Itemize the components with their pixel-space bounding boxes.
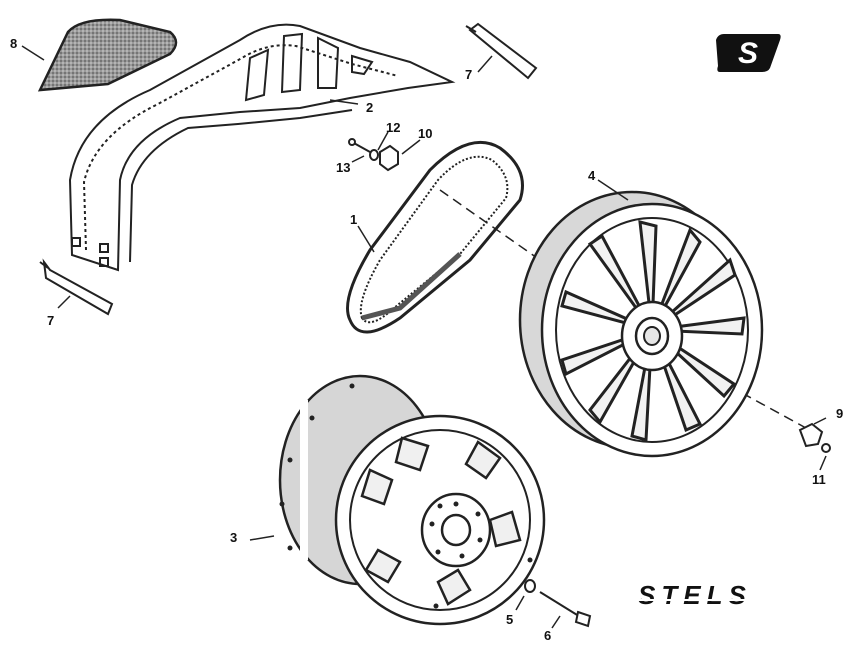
callout-1: 1 [350, 212, 357, 227]
callout-11: 11 [812, 472, 826, 487]
callout-8: 8 [10, 36, 17, 51]
hub-bolts [429, 501, 483, 559]
belt [346, 140, 524, 334]
pad-bottom [39, 258, 114, 316]
callout-7-top: 7 [465, 67, 472, 82]
driven-clutch [518, 190, 764, 458]
mesh-panel [37, 18, 178, 92]
drive-clutch [278, 374, 546, 626]
spacer [798, 422, 824, 448]
clutch-arms [360, 436, 522, 606]
washer [524, 579, 536, 593]
brand-wordmark: STELS [632, 580, 828, 610]
pad-top [465, 22, 538, 80]
rubber-bushing [379, 144, 399, 172]
callout-5: 5 [506, 612, 513, 627]
stels-wordmark: STELS [638, 580, 752, 610]
callout-6: 6 [544, 628, 551, 643]
callouts: 8 2 7 7 12 10 13 1 4 9 11 3 5 6 [10, 36, 843, 643]
screw [348, 138, 371, 153]
callout-13: 13 [336, 160, 350, 175]
washer-small [369, 149, 379, 161]
guard-bracket [68, 23, 456, 272]
callout-10: 10 [418, 126, 432, 141]
rim-rivets [279, 383, 533, 609]
nut [821, 443, 831, 453]
leader-lines [21, 45, 827, 629]
callout-3: 3 [230, 530, 237, 545]
callout-7-bottom: 7 [47, 313, 54, 328]
callout-9: 9 [836, 406, 843, 421]
callout-2: 2 [366, 100, 373, 115]
bolt [539, 591, 592, 628]
brand-badge-letter: S [738, 37, 758, 70]
callout-12: 12 [386, 120, 400, 135]
brand-badge: S [716, 34, 781, 72]
callout-4: 4 [588, 168, 596, 183]
